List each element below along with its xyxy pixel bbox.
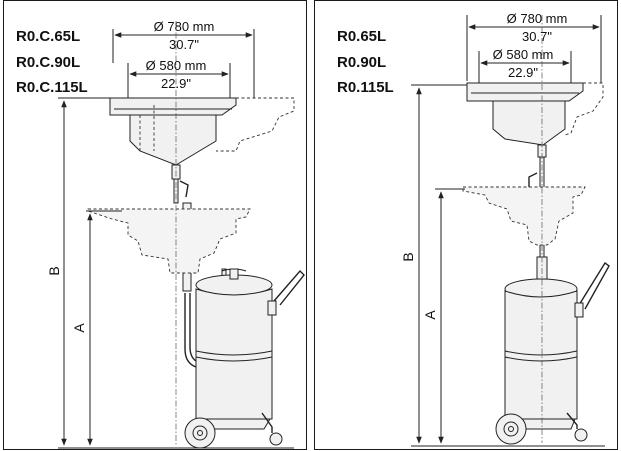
dim-a-label: A <box>71 323 87 333</box>
model-label-3: R0.115L <box>337 79 394 96</box>
model-label-1: R0.65L <box>337 28 386 45</box>
lower-funnel-position <box>87 208 251 274</box>
model-label-2: R0.90L <box>337 54 386 71</box>
outer-diameter-in: 30.7" <box>169 37 199 52</box>
model-label-2: R0.C.90L <box>16 54 80 71</box>
right-diagram-panel: R0.65L R0.90L R0.115L Ø 780 mm 30.7" Ø 5… <box>314 0 618 450</box>
trolley-base <box>184 412 283 449</box>
inner-diameter-in: 22.9" <box>508 65 538 80</box>
left-drawing: R0.C.65L R0.C.90L R0.C.115L Ø 780 mm 30.… <box>16 19 305 449</box>
upper-funnel-extension <box>564 82 604 136</box>
model-label-1: R0.C.65L <box>16 28 80 45</box>
tank-handle <box>267 269 305 316</box>
upper-funnel-extension <box>216 97 295 152</box>
inner-diameter-mm: Ø 580 mm <box>493 47 554 62</box>
upper-funnel <box>109 97 237 166</box>
outer-diameter-mm: Ø 780 mm <box>154 19 215 34</box>
dim-a-label: A <box>422 310 438 320</box>
side-hose <box>184 293 197 368</box>
left-diagram-panel: R0.C.65L R0.C.90L R0.C.115L Ø 780 mm 30.… <box>3 0 307 450</box>
collection-tank <box>195 268 273 420</box>
inner-diameter-mm: Ø 580 mm <box>146 58 207 73</box>
outer-diameter-in: 30.7" <box>522 29 552 44</box>
dim-b-label: B <box>46 266 62 275</box>
model-label-3: R0.C.115L <box>16 79 88 96</box>
collection-tank <box>504 256 578 420</box>
dim-b-label: B <box>400 252 416 261</box>
outer-diameter-mm: Ø 780 mm <box>507 11 568 26</box>
right-drawing: R0.65L R0.90L R0.115L Ø 780 mm 30.7" Ø 5… <box>337 11 610 447</box>
upper-funnel <box>466 82 584 146</box>
tank-handle <box>574 261 610 318</box>
upper-funnel-hidden-lines <box>139 105 155 151</box>
lower-funnel-position <box>462 186 586 246</box>
trolley-base <box>495 412 588 445</box>
